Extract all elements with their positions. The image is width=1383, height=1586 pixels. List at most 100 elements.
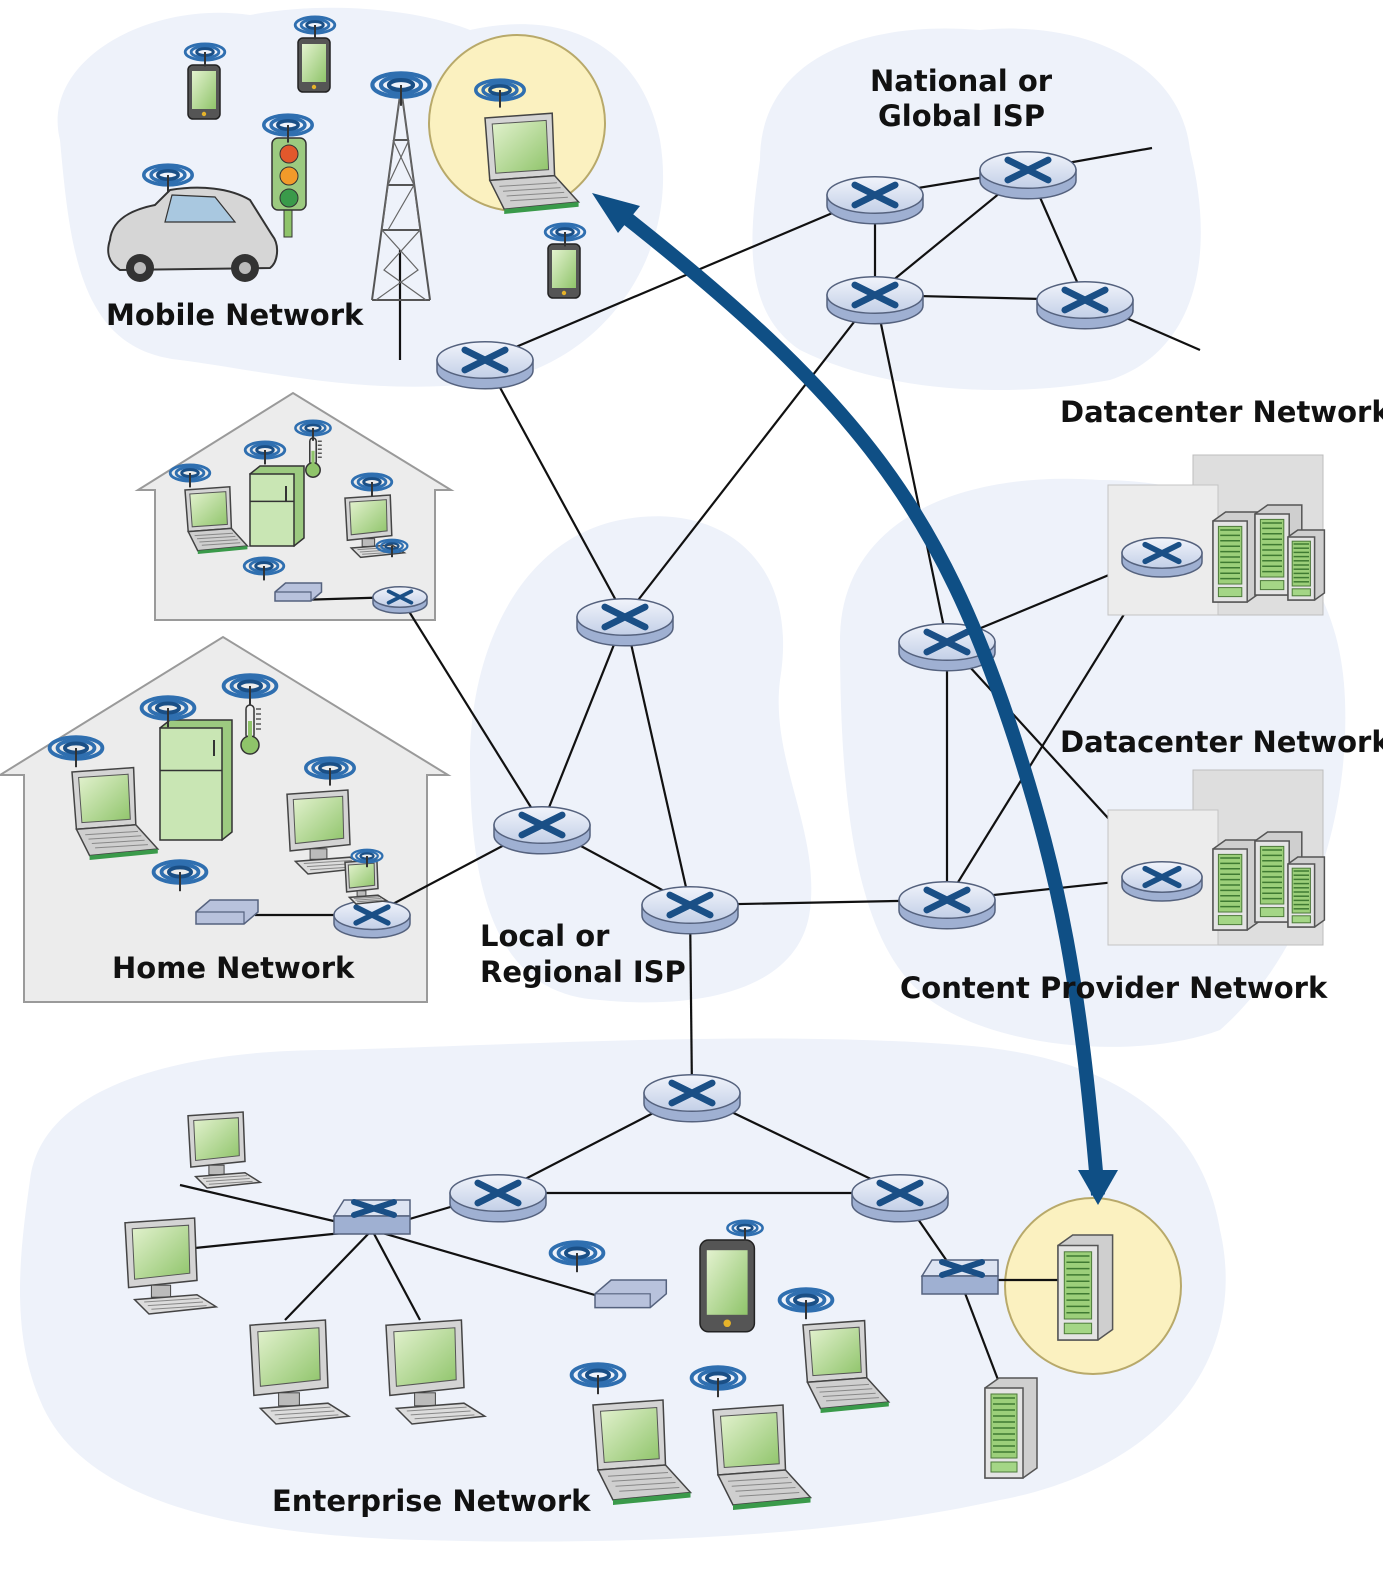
wifi-signal-icon [777, 1287, 835, 1320]
wifi-signal-icon [243, 440, 287, 465]
source-laptop-icon [484, 112, 581, 214]
traffic-path-arrow [605, 199, 1105, 1196]
wireless-access-point-icon [274, 582, 323, 602]
traffic-light-icon [271, 137, 307, 238]
link-line [958, 1279, 1002, 1386]
datacenter-network-label-top: Datacenter Network [1060, 395, 1383, 429]
thermometer-icon [305, 437, 322, 478]
content-provider-network-label: Content Provider Network [900, 971, 1328, 1005]
router-icon [851, 1174, 949, 1223]
router-icon [898, 881, 996, 930]
wifi-signal-icon [168, 463, 212, 488]
link-line [371, 1229, 421, 1321]
server-icon [1057, 1234, 1114, 1341]
router-icon [372, 585, 428, 614]
router-icon [643, 1074, 741, 1123]
router-icon [436, 341, 534, 390]
wifi-signal-icon [689, 1365, 747, 1398]
router-icon [898, 623, 996, 672]
router-icon [333, 899, 411, 939]
link-line [371, 1228, 613, 1302]
wifi-signal-icon [139, 695, 197, 728]
laptop-icon [184, 485, 249, 554]
desktop-icon [249, 1319, 352, 1425]
switch-icon [920, 1259, 999, 1295]
wifi-signal-icon [151, 859, 209, 892]
wifi-signal-icon [375, 538, 409, 558]
desktop-icon [385, 1319, 488, 1425]
wifi-signal-icon [47, 735, 105, 768]
wifi-signal-icon [350, 472, 394, 497]
network-devices [47, 15, 1326, 1510]
wifi-signal-icon [370, 71, 432, 106]
laptop-icon [802, 1319, 891, 1413]
router-icon [1121, 861, 1203, 902]
fridge-icon [249, 465, 305, 548]
server-icon [1212, 839, 1261, 931]
wifi-signal-icon [548, 1240, 606, 1273]
router-icon [641, 886, 739, 935]
wifi-signal-icon [294, 419, 332, 441]
national-isp-label-line1: National or [870, 64, 1053, 98]
local-isp-cloud [470, 516, 812, 1003]
link-line [484, 359, 626, 618]
laptop-icon [71, 766, 160, 860]
wifi-signal-icon [350, 848, 384, 868]
router-icon [1036, 281, 1134, 330]
router-icon [493, 806, 591, 855]
laptop-icon [712, 1404, 813, 1510]
arrowhead-down-icon [1078, 1170, 1118, 1205]
wifi-signal-icon [242, 556, 286, 581]
wifi-signal-icon [142, 163, 194, 193]
smartphone-icon [187, 64, 221, 120]
router-icon [576, 598, 674, 647]
link-line [624, 294, 876, 618]
link-line [284, 1229, 373, 1321]
desktop-icon [286, 789, 370, 875]
wifi-signal-icon [726, 1219, 764, 1241]
smartphone-icon [297, 37, 331, 93]
home-network-label: Home Network [112, 951, 355, 985]
thermometer-icon [240, 704, 261, 755]
smartphone-icon [699, 1239, 756, 1333]
wifi-signal-icon [304, 756, 356, 786]
desktop-icon [187, 1111, 263, 1189]
wireless-access-point-icon [195, 899, 259, 925]
wifi-signal-icon [569, 1362, 627, 1395]
wireless-access-point-icon [594, 1279, 668, 1309]
link-line [399, 596, 543, 826]
wifi-signal-icon [221, 673, 279, 706]
datacenter-network-label-bottom: Datacenter Network [1060, 725, 1383, 759]
router-icon [826, 276, 924, 325]
desktop-icon [124, 1217, 219, 1315]
switch-icon [332, 1199, 411, 1235]
router-icon [979, 151, 1077, 200]
local-isp-label-line2: Regional ISP [480, 955, 686, 989]
national-isp-label-line2: Global ISP [878, 99, 1045, 133]
link-line [623, 616, 692, 906]
car-icon [107, 186, 278, 282]
wifi-signal-icon [293, 15, 337, 40]
wifi-signal-icon [474, 78, 526, 108]
mobile-network-label: Mobile Network [106, 298, 364, 332]
server-icon [1212, 511, 1261, 603]
server-icon [984, 1377, 1038, 1479]
fridge-icon [159, 719, 233, 842]
smartphone-icon [547, 243, 581, 299]
wifi-signal-icon [262, 113, 314, 143]
cell-tower-icon [371, 87, 431, 301]
router-icon [449, 1174, 547, 1223]
wifi-signal-icon [183, 42, 227, 67]
server-icon [1254, 504, 1303, 596]
arrowhead-up-icon [592, 193, 640, 233]
link-line [688, 904, 694, 1094]
laptop-icon [592, 1399, 693, 1505]
link-line [873, 294, 949, 643]
router-icon [1121, 537, 1203, 578]
wifi-signal-icon [543, 222, 587, 247]
server-icon [1287, 856, 1326, 928]
link-line [484, 193, 876, 362]
link-line [540, 616, 627, 826]
